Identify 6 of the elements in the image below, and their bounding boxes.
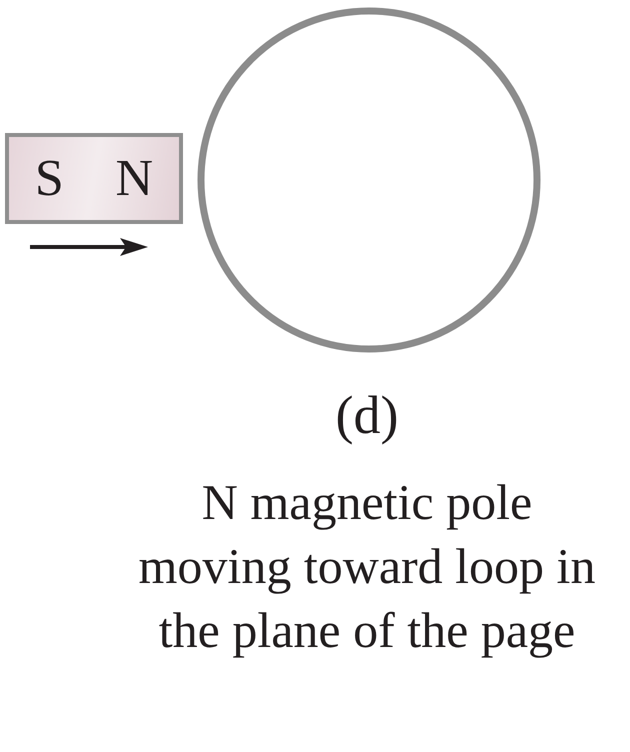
bar-magnet xyxy=(5,133,183,224)
figure-caption: N magnetic pole moving toward loop in the plane of the page xyxy=(138,473,596,660)
pole-label: S xyxy=(34,152,64,204)
wire-loop xyxy=(197,7,541,353)
panel-label: (d) xyxy=(334,388,400,442)
pole-label: N xyxy=(116,152,154,204)
